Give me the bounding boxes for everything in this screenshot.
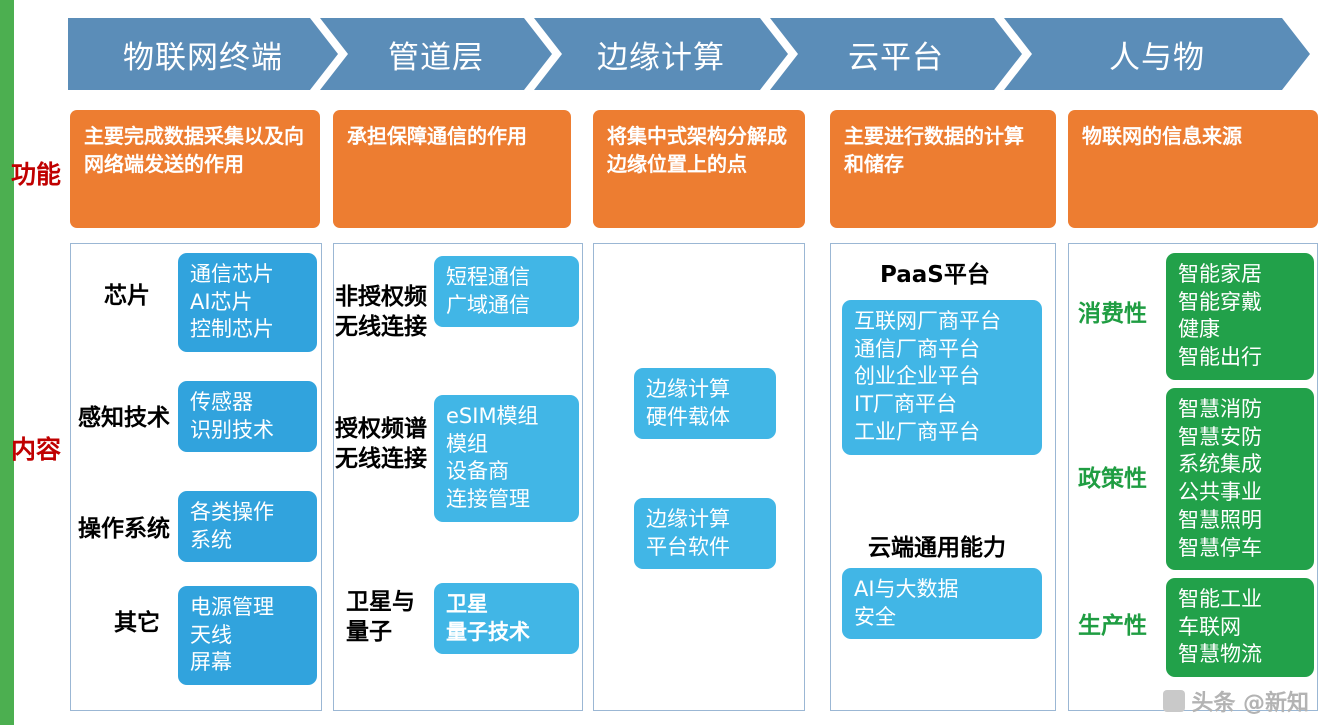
group-label-licensed: 授权频谱 无线连接: [335, 416, 427, 472]
box-line: AI与大数据: [854, 577, 959, 601]
chevron-label: 物联网终端: [123, 39, 283, 76]
chevron-header-row: 物联网终端 管道层 边缘计算 云平台 人与物: [68, 18, 1318, 90]
watermark-text: 头条 @新知: [1191, 691, 1309, 716]
section-title-cloud-capability: 云端通用能力: [868, 535, 1006, 561]
row-label-content: 内容: [10, 435, 61, 464]
function-box-iot-terminal: 主要完成数据采集以及向网络端发送的作用: [70, 110, 320, 228]
box-line: 创业企业平台: [854, 364, 980, 389]
box-line: 设备商: [446, 459, 509, 484]
chevron-label: 云平台: [848, 39, 944, 76]
box-line: 各类操作: [190, 500, 274, 524]
box-line: eSIM模组: [446, 404, 539, 428]
content-frame-edge: [593, 243, 805, 711]
watermark-logo-icon: [1163, 690, 1186, 712]
group-label-policy: 政策性: [1078, 466, 1147, 492]
box-line: 边缘计算: [646, 377, 730, 401]
box-line: 系统: [190, 527, 232, 552]
group-label-consumer: 消费性: [1078, 301, 1147, 327]
chevron-label: 管道层: [388, 39, 484, 76]
box-line: 边缘计算: [646, 507, 730, 531]
box-line: 连接管理: [446, 487, 530, 512]
group-label-chip: 芯片: [104, 283, 150, 309]
box-line: IT厂商平台: [854, 392, 958, 417]
chevron-header-cloud[interactable]: 云平台: [770, 18, 1022, 90]
function-box-cloud: 主要进行数据的计算和储存: [830, 110, 1056, 228]
chevron-header-iot-terminal[interactable]: 物联网终端: [68, 18, 338, 90]
box-line: 卫星: [446, 592, 488, 616]
box-line: 车联网: [1178, 614, 1241, 639]
box-line: 天线: [190, 622, 232, 647]
box-line: 通信厂商平台: [854, 336, 980, 361]
box-line: 识别技术: [190, 417, 274, 442]
box-line: AI芯片: [190, 289, 253, 314]
box-os-items: 各类操作 系统: [178, 491, 317, 563]
left-green-bar: [0, 0, 14, 725]
box-line: 屏幕: [190, 650, 232, 675]
group-label-other: 其它: [114, 610, 160, 636]
function-box-people: 物联网的信息来源: [1068, 110, 1318, 228]
box-paas-items: 互联网厂商平台 通信厂商平台 创业企业平台 IT厂商平台 工业厂商平台: [842, 300, 1042, 455]
chevron-header-edge[interactable]: 边缘计算: [534, 18, 788, 90]
box-line: 控制芯片: [190, 317, 274, 342]
box-policy-items: 智慧消防 智慧安防 系统集成 公共事业 智慧照明 智慧停车: [1166, 388, 1314, 571]
box-line: 硬件载体: [646, 404, 730, 429]
box-line: 公共事业: [1178, 480, 1262, 505]
chevron-label: 人与物: [1109, 39, 1205, 76]
box-cloud-capability-items: AI与大数据 安全: [842, 568, 1042, 640]
group-label-satellite: 卫星与 量子: [346, 589, 415, 645]
box-line: 传感器: [190, 390, 253, 414]
box-line: 健康: [1178, 317, 1220, 342]
box-line: 智能穿戴: [1178, 289, 1262, 314]
box-line: 智慧消防: [1178, 397, 1262, 421]
group-label-production: 生产性: [1078, 613, 1147, 639]
chevron-header-people[interactable]: 人与物: [1004, 18, 1310, 90]
group-label-unlicensed: 非授权频 无线连接: [335, 284, 427, 340]
box-line: 系统集成: [1178, 452, 1262, 477]
box-line: 平台软件: [646, 534, 730, 559]
function-box-edge: 将集中式架构分解成边缘位置上的点: [593, 110, 805, 228]
row-label-function: 功能: [10, 160, 61, 189]
box-line: 安全: [854, 604, 896, 629]
box-line: 模组: [446, 431, 488, 456]
chevron-header-pipeline[interactable]: 管道层: [320, 18, 552, 90]
box-line: 智慧物流: [1178, 642, 1262, 667]
box-line: 智能出行: [1178, 345, 1262, 370]
box-line: 工业厂商平台: [854, 419, 980, 444]
box-line: 通信芯片: [190, 262, 274, 286]
box-line: 量子技术: [446, 619, 530, 644]
box-line: 互联网厂商平台: [854, 309, 1001, 333]
box-unlicensed-items: 短程通信 广域通信: [434, 256, 579, 328]
chevron-label: 边缘计算: [597, 39, 725, 76]
box-chip-items: 通信芯片 AI芯片 控制芯片: [178, 253, 317, 353]
box-edge-platform-software: 边缘计算 平台软件: [634, 498, 776, 570]
box-line: 电源管理: [190, 595, 274, 619]
box-consumer-items: 智能家居 智能穿戴 健康 智能出行: [1166, 253, 1314, 380]
box-production-items: 智能工业 车联网 智慧物流: [1166, 578, 1314, 678]
box-line: 智慧安防: [1178, 424, 1262, 449]
box-line: 智慧停车: [1178, 535, 1262, 560]
box-other-items: 电源管理 天线 屏幕: [178, 586, 317, 686]
box-line: 短程通信: [446, 265, 530, 289]
section-title-paas: PaaS平台: [880, 262, 990, 288]
group-label-sensing: 感知技术: [78, 405, 170, 431]
group-label-os: 操作系统: [78, 516, 170, 542]
box-line: 智能家居: [1178, 262, 1262, 286]
function-box-pipeline: 承担保障通信的作用: [333, 110, 571, 228]
box-line: 智能工业: [1178, 587, 1262, 611]
watermark: 头条 @新知: [1163, 685, 1309, 717]
box-sensing-items: 传感器 识别技术: [178, 381, 317, 453]
box-line: 智慧照明: [1178, 507, 1262, 532]
box-licensed-items: eSIM模组 模组 设备商 连接管理: [434, 395, 579, 522]
box-edge-hardware: 边缘计算 硬件载体: [634, 368, 776, 440]
box-satellite-items: 卫星 量子技术: [434, 583, 579, 655]
box-line: 广域通信: [446, 292, 530, 317]
